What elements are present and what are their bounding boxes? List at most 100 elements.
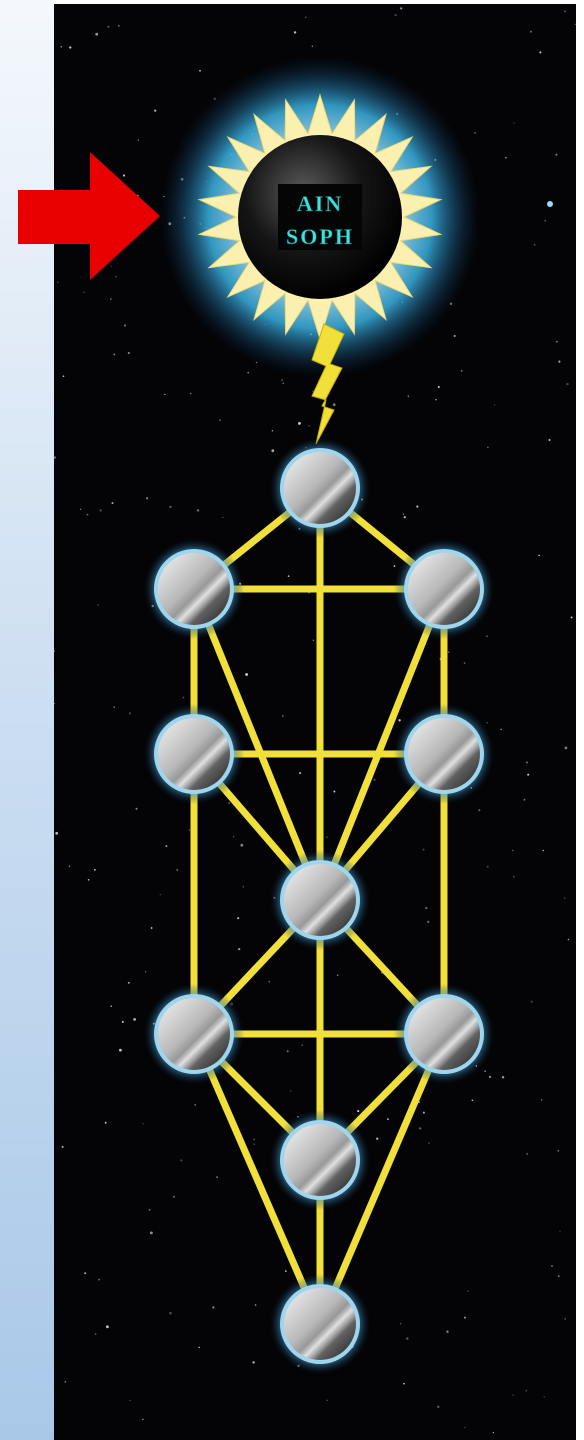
star xyxy=(149,1209,151,1211)
star xyxy=(464,1317,466,1319)
sephirah-node xyxy=(394,704,494,804)
star xyxy=(494,404,495,405)
star xyxy=(198,1347,199,1348)
star xyxy=(305,17,306,18)
star xyxy=(564,10,566,12)
star xyxy=(110,298,111,299)
star xyxy=(216,1176,218,1178)
star xyxy=(486,635,488,637)
star xyxy=(128,352,130,354)
star xyxy=(247,372,249,374)
red-arrow-shape xyxy=(18,152,160,280)
star xyxy=(474,132,476,134)
ain-label: AIN xyxy=(297,191,343,216)
star xyxy=(404,516,406,518)
star xyxy=(154,110,156,112)
star xyxy=(98,1279,100,1281)
star xyxy=(565,747,568,750)
star xyxy=(566,383,568,385)
star xyxy=(313,640,314,641)
star xyxy=(559,1231,560,1232)
star xyxy=(387,1118,389,1120)
star xyxy=(298,422,301,425)
star xyxy=(312,46,313,47)
star xyxy=(189,829,190,830)
star xyxy=(107,26,109,28)
right-margin xyxy=(576,0,584,1440)
star xyxy=(487,866,489,868)
star xyxy=(505,157,507,159)
star xyxy=(176,869,178,871)
star xyxy=(513,876,515,878)
star xyxy=(99,509,101,511)
star xyxy=(454,335,456,337)
sephirah-node xyxy=(270,1110,370,1210)
star xyxy=(272,430,274,432)
star xyxy=(408,396,409,397)
star xyxy=(437,1406,439,1408)
star xyxy=(133,1018,136,1021)
star xyxy=(556,341,557,342)
star xyxy=(326,1400,327,1401)
star xyxy=(146,497,148,499)
star xyxy=(544,1396,545,1397)
star xyxy=(489,1076,491,1078)
star xyxy=(282,382,284,384)
node-shine xyxy=(284,452,356,524)
star xyxy=(541,1099,542,1100)
star xyxy=(182,697,184,699)
star xyxy=(253,1139,255,1141)
star xyxy=(448,652,449,653)
star xyxy=(69,865,71,867)
star xyxy=(427,921,429,923)
star xyxy=(478,809,480,811)
star xyxy=(164,394,165,395)
star xyxy=(119,1049,122,1052)
star xyxy=(240,844,243,847)
sephirah-node xyxy=(270,1274,370,1374)
star xyxy=(124,325,126,327)
star xyxy=(416,506,418,508)
star xyxy=(564,898,565,899)
node-shine xyxy=(408,553,480,625)
star xyxy=(512,1394,513,1395)
star xyxy=(238,948,240,950)
star xyxy=(83,291,84,292)
star xyxy=(398,719,400,721)
star xyxy=(281,379,283,381)
star xyxy=(487,447,488,448)
star xyxy=(94,869,96,871)
star xyxy=(151,927,153,929)
node-shine xyxy=(408,718,480,790)
star xyxy=(253,1144,254,1145)
star xyxy=(142,1419,144,1421)
star xyxy=(526,1153,528,1155)
star xyxy=(165,845,167,847)
node-shine xyxy=(284,864,356,936)
star xyxy=(564,1318,566,1320)
star xyxy=(333,403,336,406)
star xyxy=(287,1050,289,1052)
star xyxy=(245,673,248,676)
sephirah-node xyxy=(144,539,244,639)
star xyxy=(357,1110,359,1112)
star xyxy=(285,1270,287,1272)
sephirah-node xyxy=(144,704,244,804)
star xyxy=(228,802,230,804)
star xyxy=(122,1021,124,1023)
star xyxy=(95,1333,97,1335)
star xyxy=(197,509,199,511)
star xyxy=(400,7,402,9)
star xyxy=(446,1331,448,1333)
star xyxy=(55,832,58,835)
star xyxy=(219,419,220,420)
star xyxy=(525,1390,527,1392)
star xyxy=(326,836,328,838)
star xyxy=(212,1306,214,1308)
star xyxy=(502,1076,504,1078)
star xyxy=(472,1099,474,1101)
star xyxy=(467,1290,468,1291)
star xyxy=(539,51,541,53)
star xyxy=(558,1275,560,1277)
star xyxy=(531,1001,533,1003)
